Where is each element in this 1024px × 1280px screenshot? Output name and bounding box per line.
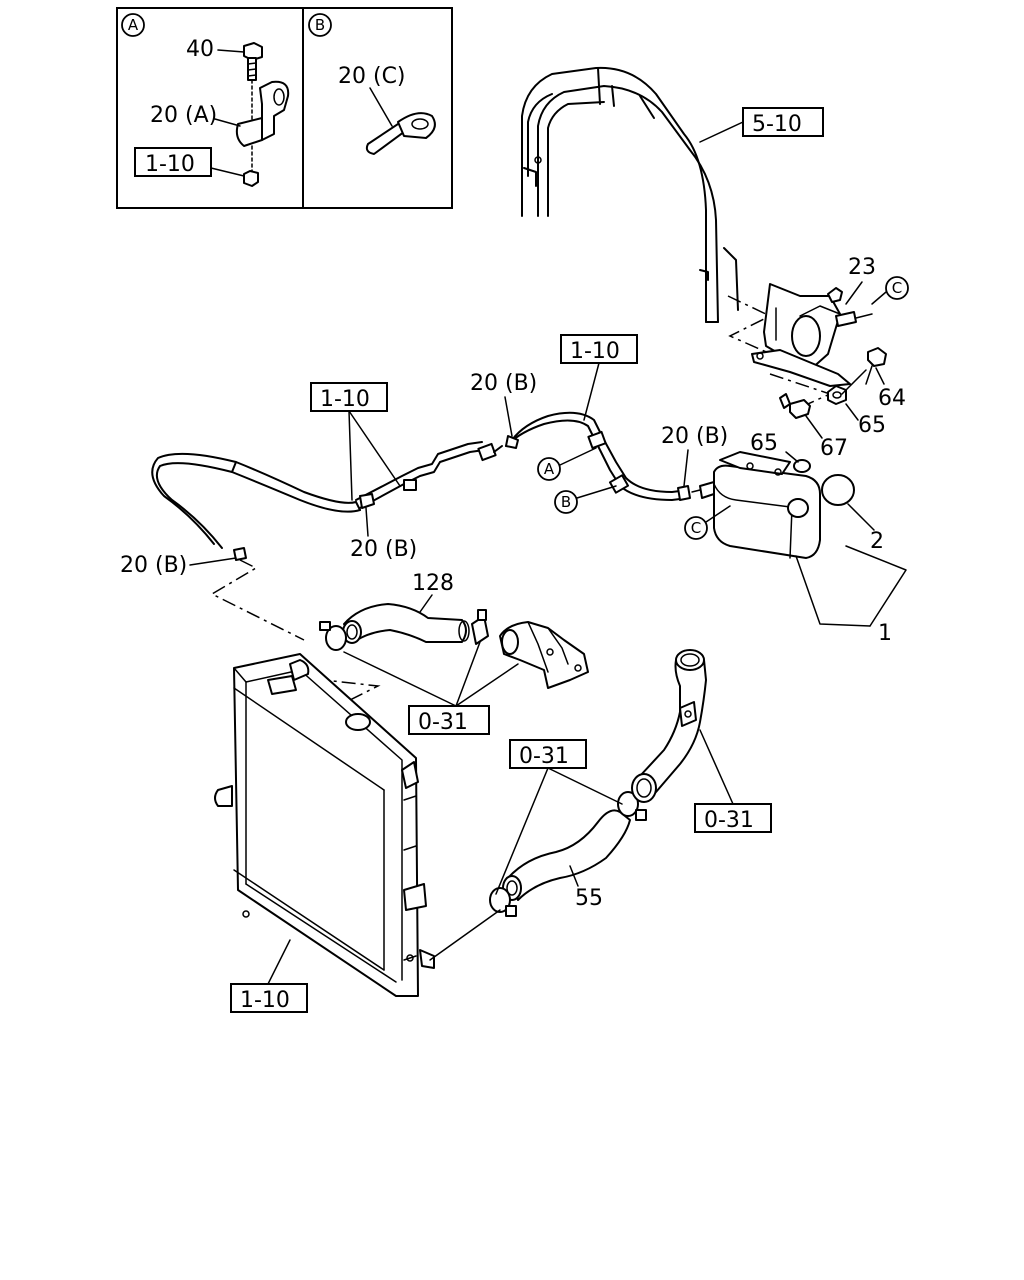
label-hose-55: 55 (575, 886, 603, 911)
bolt-40-icon (243, 42, 263, 81)
marker-a-circle (121, 13, 145, 37)
ref-box-hose-left (310, 382, 388, 412)
clip-20b-icon-3 (677, 485, 691, 501)
hose-clip-lower-right (617, 791, 647, 821)
marker-c-tank: C (691, 519, 701, 537)
label-clip-20b-2: 20 (B) (350, 537, 417, 562)
clip-20b-icon-1 (505, 435, 519, 449)
nut-65-tank-icon (793, 459, 811, 473)
label-clip-20b-1: 20 (B) (470, 371, 537, 396)
label-tank: 1 (878, 621, 892, 646)
marker-c-bracket-circle (885, 276, 909, 300)
hose-128 (342, 603, 470, 644)
clip-20b-icon-4 (233, 547, 247, 561)
label-cap: 2 (870, 529, 884, 554)
ref-hose-left: 1-10 (320, 387, 370, 412)
ref-inset-a: 1-10 (145, 152, 195, 177)
inset-b-letter: B (315, 16, 325, 34)
nut-65-icon (827, 385, 847, 405)
label-nut-65-tank: 65 (750, 431, 778, 456)
ref-thermostat: 0-31 (418, 710, 468, 735)
marker-a-main-circle (537, 457, 561, 481)
marker-c-bracket: C (892, 279, 902, 297)
inset-a: A 40 20 (A) 1-10 (121, 13, 290, 187)
bolt-64-icon (865, 347, 887, 385)
ref-box-hose-upper (560, 334, 638, 364)
label-clip-20b-4: 20 (B) (120, 553, 187, 578)
marker-b-circle (308, 13, 332, 37)
thermostat-housing (499, 621, 589, 689)
label-clip-20c: 20 (C) (338, 64, 406, 89)
hose-clip-lower-left (489, 887, 517, 917)
label-clip-20b-3: 20 (B) (661, 424, 728, 449)
marker-c-tank-circle (684, 516, 708, 540)
clip-20b-icon-2 (359, 493, 375, 509)
reserve-tank (691, 451, 821, 559)
ref-box-lower-hose (509, 739, 587, 769)
clip-20c-icon (365, 112, 436, 155)
overflow-hose (151, 411, 689, 549)
ref-hose-upper: 1-10 (570, 339, 620, 364)
hose-55 (502, 809, 631, 901)
radiator-cap-icon (345, 713, 371, 731)
clip-20a-icon (235, 80, 290, 147)
ref-radiator: 1-10 (240, 988, 290, 1013)
ref-bar: 5-10 (752, 112, 802, 137)
label-bolt-64: 64 (878, 386, 906, 411)
nut-icon (243, 170, 259, 187)
roll-bar (521, 66, 739, 323)
water-pipe (631, 649, 707, 803)
tank-cap-icon (821, 474, 855, 506)
label-bolt-67: 67 (820, 436, 848, 461)
inset-b: B 20 (C) (308, 13, 436, 155)
ref-box-thermostat (408, 705, 490, 735)
ref-water-pipe: 0-31 (704, 808, 754, 833)
hose-clip-right (471, 609, 489, 645)
ref-box-radiator (230, 983, 308, 1013)
marker-b: B (561, 493, 571, 511)
marker-b-main-circle (554, 490, 578, 514)
bolt-67-icon (779, 393, 811, 419)
marker-a: A (544, 460, 555, 478)
radiator (214, 653, 435, 997)
ref-box-inset-a (134, 147, 212, 177)
label-clip-20a: 20 (A) (150, 103, 217, 128)
hose-clip-left (319, 621, 347, 651)
bracket-23 (751, 283, 873, 387)
label-nut-65-right: 65 (858, 413, 886, 438)
label-bolt-40: 40 (186, 37, 214, 62)
ref-lower-hose: 0-31 (519, 744, 569, 769)
ref-box-bar (742, 107, 824, 137)
label-hose-128: 128 (412, 571, 454, 596)
inset-a-letter: A (128, 16, 139, 34)
label-bracket-23: 23 (848, 255, 876, 280)
inset-panel: A 40 20 (A) 1-10 (116, 7, 453, 209)
